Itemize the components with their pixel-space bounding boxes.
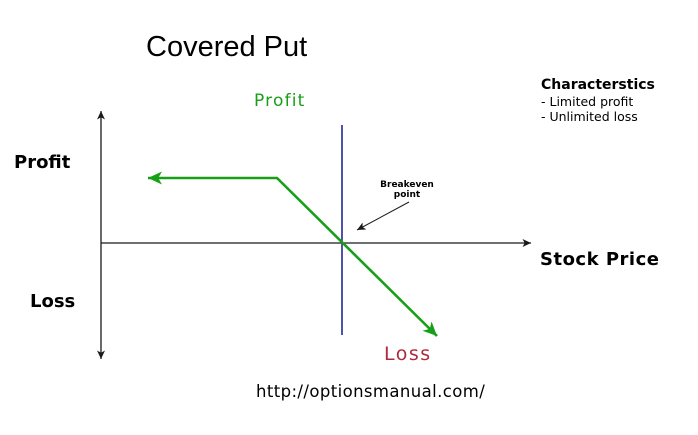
payoff-line [148, 171, 438, 337]
characteristics-heading: Characterstics [541, 77, 655, 93]
breakeven-annotation: Breakeven point [365, 180, 449, 200]
x-axis-label: Stock Price [540, 249, 660, 270]
breakeven-annotation-line1: Breakeven [380, 180, 434, 190]
profit-region-label: Profit [254, 91, 306, 111]
y-axis-profit-label: Profit [14, 152, 71, 173]
characteristics-panel: Characterstics - Limited profit - Unlimi… [541, 77, 655, 124]
y-axis-loss-label: Loss [30, 291, 76, 312]
characteristic-limited-profit: - Limited profit [541, 94, 634, 109]
breakeven-pointer-arrow [356, 201, 410, 231]
footer-url: http://optionsmanual.com/ [256, 382, 486, 401]
chart-title: Covered Put [146, 31, 308, 63]
breakeven-annotation-line2: point [393, 190, 421, 200]
loss-region-label: Loss [384, 343, 432, 365]
characteristic-unlimited-loss: - Unlimited loss [541, 109, 638, 124]
